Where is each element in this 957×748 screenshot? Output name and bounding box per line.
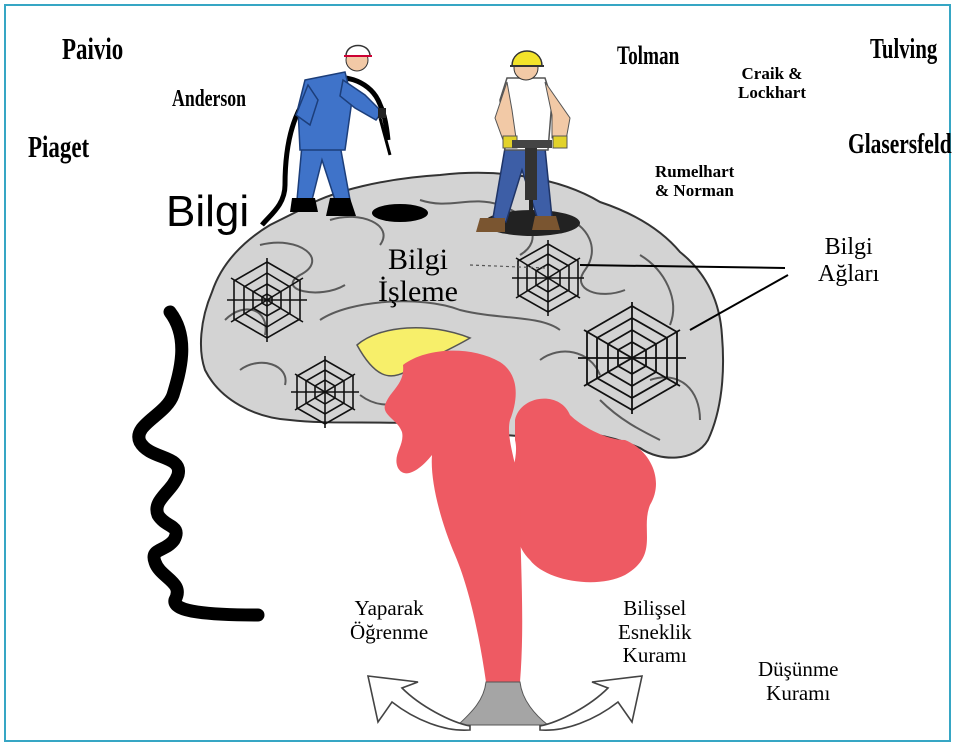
theorist-tolman: Tolman	[617, 41, 679, 70]
label-bilissel-line1: Bilişsel	[618, 597, 692, 621]
theorist-glasersfeld: Glasersfeld	[848, 128, 952, 160]
theorist-piaget: Piaget	[28, 130, 89, 165]
label-bilgi-aglari-line2: Ağları	[818, 261, 879, 288]
stem-base	[458, 682, 548, 725]
label-yaparak-line2: Öğrenme	[350, 621, 428, 645]
theorist-rumelhart-line1: Rumelhart	[655, 162, 734, 181]
label-bilgi-aglari: Bilgi Ağları	[818, 234, 879, 288]
label-bilissel-line3: Kuramı	[618, 644, 692, 668]
label-yaparak-line1: Yaparak	[350, 597, 428, 621]
theorist-craik-line2: Lockhart	[738, 83, 806, 102]
theorist-paivio: Paivio	[62, 32, 123, 67]
label-bilgi-aglari-line1: Bilgi	[818, 234, 879, 261]
theorist-rumelhart-line2: & Norman	[655, 181, 734, 200]
label-bilissel-line2: Esneklik	[618, 621, 692, 645]
hole	[372, 204, 428, 222]
label-dusunme-kurami: Düşünme Kuramı	[758, 658, 839, 705]
label-bilissel-esneklik: Bilişsel Esneklik Kuramı	[618, 597, 692, 668]
theorist-anderson: Anderson	[172, 86, 246, 113]
label-bilgi-isleme: Bilgi İşleme	[378, 244, 458, 307]
theorist-rumelhart-norman: Rumelhart & Norman	[655, 162, 734, 200]
label-bilgi-isleme-line1: Bilgi	[378, 244, 458, 276]
label-dusunme-line2: Kuramı	[758, 682, 839, 706]
label-dusunme-line1: Düşünme	[758, 658, 839, 682]
label-bilgi: Bilgi	[166, 187, 249, 236]
label-bilgi-isleme-line2: İşleme	[378, 276, 458, 308]
theorist-craik-lockhart: Craik & Lockhart	[738, 64, 806, 102]
theorist-tulving: Tulving	[870, 34, 937, 65]
label-yaparak-ogrenme: Yaparak Öğrenme	[350, 597, 428, 644]
theorist-craik-line1: Craik &	[738, 64, 806, 83]
